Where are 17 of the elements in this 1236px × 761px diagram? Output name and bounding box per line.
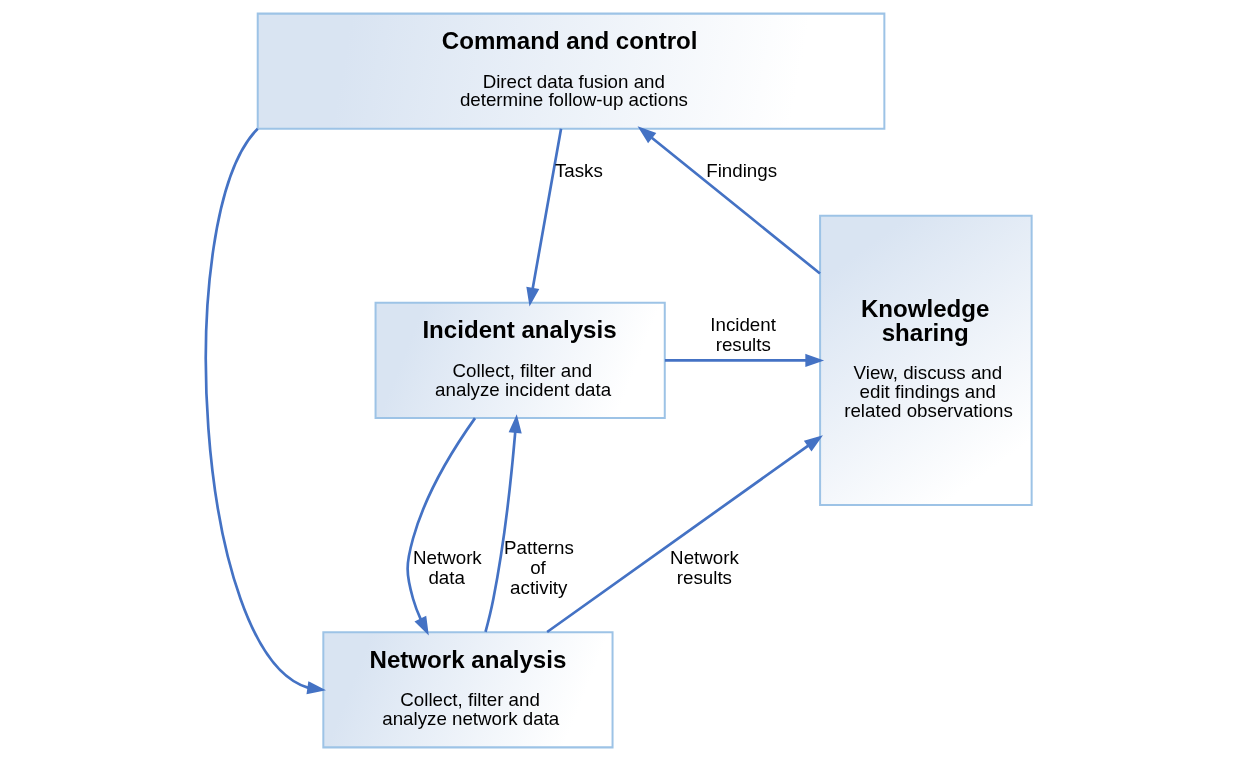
node-box: Incident analysis Collect, filter and analyze incident data [374, 301, 666, 419]
arrow [525, 128, 562, 307]
arrow [664, 353, 824, 367]
node-box: Command and control Direct data fusion and determine follow-up actions [256, 12, 885, 130]
arrow [483, 414, 522, 633]
edge-label: Findings [705, 160, 777, 182]
edge-label: Patterns of activity [503, 536, 574, 598]
edge-label: Incident results [709, 314, 776, 356]
arrow [204, 128, 326, 695]
node-box: Knowledge sharing View, discuss and edit findings and related observations [818, 214, 1033, 507]
node-box: Network analysis Collect, filter and analyze network data [321, 631, 614, 749]
arrow [637, 126, 821, 275]
edge-label: Tasks [554, 160, 603, 182]
edge-label: Network results [669, 546, 739, 588]
arrow [405, 417, 476, 636]
edge-label: Network data [412, 546, 482, 588]
arrow [545, 435, 823, 634]
